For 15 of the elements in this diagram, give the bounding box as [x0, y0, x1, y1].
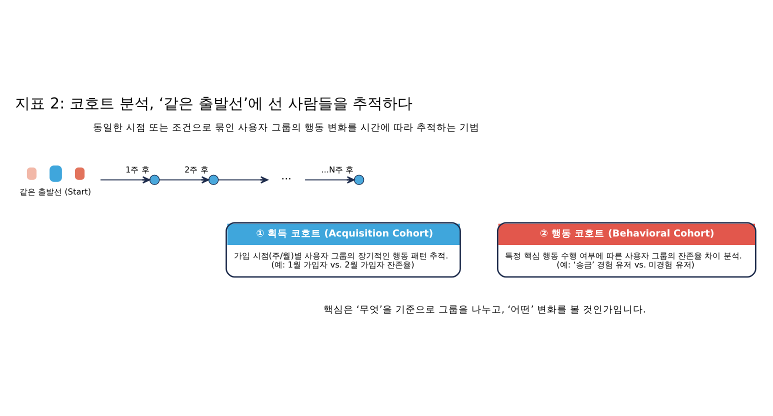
arrow: [218, 176, 268, 184]
diagram-title: 지표 2: 코호트 분석, ‘같은 출발선’에 선 사람들을 추적하다: [15, 94, 413, 113]
node-label: 2주 후: [184, 164, 208, 175]
arrow: [100, 176, 150, 184]
node-label: 같은 출발선 (Start): [19, 186, 92, 197]
node-label: ...N주 후: [321, 164, 354, 175]
label: 동일한 시점 또는 조건으로 묶인 사용자 그룹의 행동 변화를 시간에 따라 추적하는 기법: [93, 122, 480, 134]
arrow: [159, 176, 210, 184]
node-text: ···: [281, 172, 292, 186]
node-circle: [149, 174, 160, 186]
arrow: [305, 176, 355, 184]
label: 핵심은 ‘무엇’을 기준으로 그룹을 나누고, ‘어떤’ 변화를 볼 것인가입니다.: [323, 304, 646, 316]
node-circle: [208, 174, 219, 186]
node-label: 1주 후: [125, 164, 150, 175]
node-circle: [354, 174, 364, 186]
